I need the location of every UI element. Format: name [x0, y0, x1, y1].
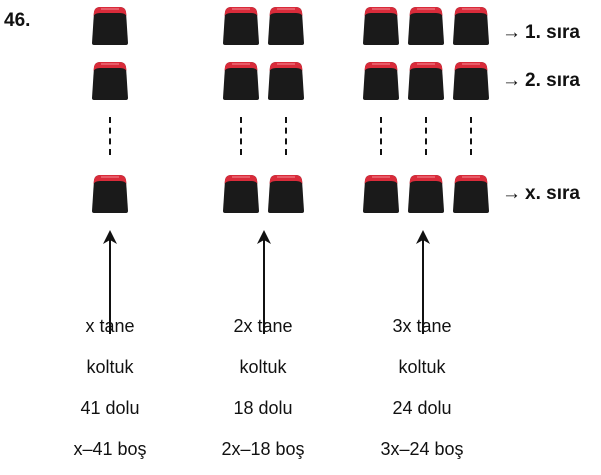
- seat-icon: [222, 5, 260, 45]
- seat-icon: [452, 5, 490, 45]
- group-2-caption: 2x tane koltuk 18 dolu 2x–18 boş: [198, 306, 328, 470]
- seat-icon: [452, 173, 490, 213]
- question-number: 46.: [4, 10, 31, 31]
- seat-icon: [452, 60, 490, 100]
- caption-line: koltuk: [239, 357, 287, 377]
- dashed-separator: [240, 117, 242, 155]
- row-label-text: 2. sıra: [525, 70, 580, 91]
- caption-line: 2x–18 boş: [221, 439, 305, 459]
- seat-icon: [91, 173, 129, 213]
- seat-icon: [267, 5, 305, 45]
- caption-line: 18 dolu: [233, 398, 293, 418]
- seat-icon: [91, 5, 129, 45]
- caption-line: koltuk: [398, 357, 446, 377]
- caption-line: 3x–24 boş: [380, 439, 464, 459]
- caption-line: 24 dolu: [392, 398, 452, 418]
- seat-icon: [222, 173, 260, 213]
- right-arrow-icon: →: [502, 183, 521, 204]
- caption-line: koltuk: [86, 357, 134, 377]
- caption-line: 3x tane: [392, 316, 452, 336]
- seat-icon: [267, 60, 305, 100]
- seat-icon: [407, 173, 445, 213]
- row-label-2: →2. sıra: [502, 70, 580, 92]
- dashed-separator: [285, 117, 287, 155]
- dashed-separator: [425, 117, 427, 155]
- right-arrow-icon: →: [502, 70, 521, 91]
- caption-line: 41 dolu: [80, 398, 140, 418]
- seat-icon: [362, 173, 400, 213]
- seat-icon: [362, 5, 400, 45]
- seat-icon: [407, 5, 445, 45]
- right-arrow-icon: →: [502, 22, 521, 43]
- dashed-separator: [470, 117, 472, 155]
- dashed-separator: [109, 117, 111, 155]
- seat-icon: [222, 60, 260, 100]
- row-label-text: x. sıra: [525, 183, 580, 204]
- row-label-1: →1. sıra: [502, 22, 580, 44]
- caption-line: 2x tane: [233, 316, 293, 336]
- seat-icon: [407, 60, 445, 100]
- group-1-caption: x tane koltuk 41 dolu x–41 boş: [45, 306, 175, 470]
- seat-icon: [91, 60, 129, 100]
- group-3-caption: 3x tane koltuk 24 dolu 3x–24 boş: [357, 306, 487, 470]
- row-label-text: 1. sıra: [525, 22, 580, 43]
- seat-icon: [267, 173, 305, 213]
- seat-icon: [362, 60, 400, 100]
- caption-line: x tane: [85, 316, 135, 336]
- caption-line: x–41 boş: [73, 439, 147, 459]
- row-label-x: →x. sıra: [502, 183, 580, 205]
- dashed-separator: [380, 117, 382, 155]
